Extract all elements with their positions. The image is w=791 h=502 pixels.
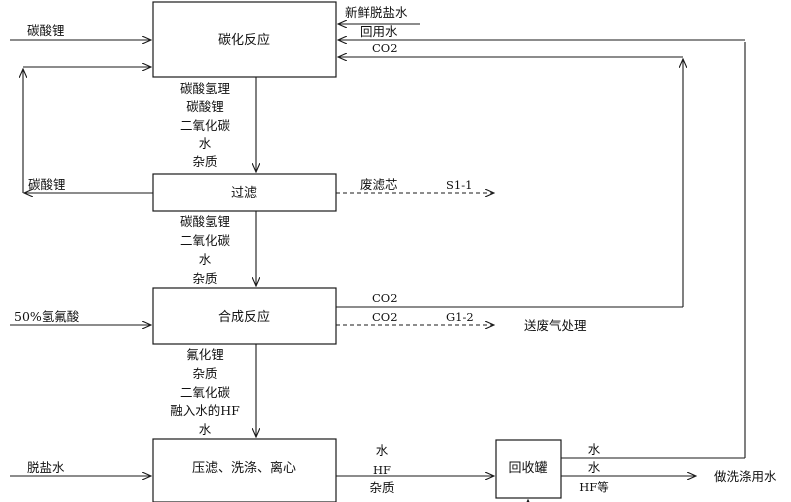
press-wash-centrifuge-box: 压滤、洗涤、离心 xyxy=(152,438,337,502)
svg-text:S1-1: S1-1 xyxy=(446,178,472,192)
svg-text:CO2: CO2 xyxy=(372,310,398,324)
svg-text:融入水的HF: 融入水的HF xyxy=(170,403,240,418)
svg-text:杂质: 杂质 xyxy=(192,271,217,286)
svg-text:送废气处理: 送废气处理 xyxy=(524,318,587,333)
svg-text:HF: HF xyxy=(373,463,391,477)
svg-text:水: 水 xyxy=(376,443,389,458)
svg-text:碳酸锂: 碳酸锂 xyxy=(27,23,65,38)
recovery-tank-box: 回收罐 xyxy=(495,439,562,499)
carbonation-reaction-box: 碳化反应 xyxy=(152,1,337,78)
svg-text:氟化锂: 氟化锂 xyxy=(186,347,224,362)
svg-text:二氧化碳: 二氧化碳 xyxy=(180,233,231,248)
co2-return-line: CO2 xyxy=(338,41,683,57)
svg-text:HF等: HF等 xyxy=(579,480,609,494)
svg-text:新鲜脱盐水: 新鲜脱盐水 xyxy=(345,5,408,20)
co2-recycle-line: CO2 xyxy=(336,59,683,308)
hf-acid-input: 50%氢氟酸 xyxy=(10,309,151,325)
svg-text:碳酸氢理: 碳酸氢理 xyxy=(180,81,231,96)
svg-text:水: 水 xyxy=(588,460,601,475)
svg-text:50%氢氟酸: 50%氢氟酸 xyxy=(14,309,80,324)
desalted-water-input: 脱盐水 xyxy=(10,460,151,476)
svg-text:碳酸氢锂: 碳酸氢锂 xyxy=(180,214,230,229)
svg-text:水: 水 xyxy=(588,442,601,457)
svg-text:压滤、洗涤、离心: 压滤、洗涤、离心 xyxy=(192,460,296,476)
svg-text:杂质: 杂质 xyxy=(369,480,394,495)
svg-text:回收罐: 回收罐 xyxy=(508,461,547,476)
synthesis-to-press-stream: 氟化锂 杂质 二氧化碳 融入水的HF 水 xyxy=(170,344,256,437)
svg-text:水: 水 xyxy=(199,422,212,437)
li2co3-recycle-loop: 碳酸锂 xyxy=(23,67,153,193)
svg-text:杂质: 杂质 xyxy=(192,366,217,381)
press-to-recovery-stream: 水 HF 杂质 xyxy=(336,443,494,495)
synthesis-reaction-box: 合成反应 xyxy=(152,287,337,345)
svg-text:脱盐水: 脱盐水 xyxy=(27,460,65,475)
svg-text:水: 水 xyxy=(199,136,212,151)
svg-text:碳酸锂: 碳酸锂 xyxy=(28,177,66,192)
wash-water-output: 水 HF等 做洗涤用水 xyxy=(561,460,777,494)
svg-text:碳酸锂: 碳酸锂 xyxy=(186,99,224,114)
svg-text:二氧化碳: 二氧化碳 xyxy=(180,385,231,400)
svg-text:水: 水 xyxy=(199,252,212,267)
svg-text:过滤: 过滤 xyxy=(231,186,257,201)
co2-to-gas-treatment: CO2 G1-2 送废气处理 xyxy=(336,310,587,333)
carbonation-to-filtration-stream: 碳酸氢理 碳酸锂 二氧化碳 水 杂质 xyxy=(180,77,256,172)
svg-text:二氧化碳: 二氧化碳 xyxy=(180,118,231,133)
filtration-to-synthesis-stream: 碳酸氢锂 二氧化碳 水 杂质 xyxy=(180,211,256,286)
svg-text:杂质: 杂质 xyxy=(192,154,217,169)
fresh-water-input: 新鲜脱盐水 xyxy=(338,5,420,24)
li2co3-input-stream: 碳酸锂 xyxy=(10,23,151,40)
filtration-box: 过滤 xyxy=(152,173,337,212)
svg-text:回用水: 回用水 xyxy=(360,24,398,39)
svg-text:废滤芯: 废滤芯 xyxy=(360,177,398,192)
svg-text:合成反应: 合成反应 xyxy=(218,309,270,325)
svg-text:CO2: CO2 xyxy=(372,291,398,305)
svg-text:碳化反应: 碳化反应 xyxy=(218,32,270,48)
recovery-water-recycle: 水 xyxy=(561,42,746,459)
svg-text:G1-2: G1-2 xyxy=(446,310,474,324)
svg-text:CO2: CO2 xyxy=(372,41,398,55)
svg-text:做洗涤用水: 做洗涤用水 xyxy=(714,469,777,484)
recycled-water-return: 回用水 xyxy=(338,24,745,40)
waste-filter-output: 废滤芯 S1-1 xyxy=(336,177,494,193)
